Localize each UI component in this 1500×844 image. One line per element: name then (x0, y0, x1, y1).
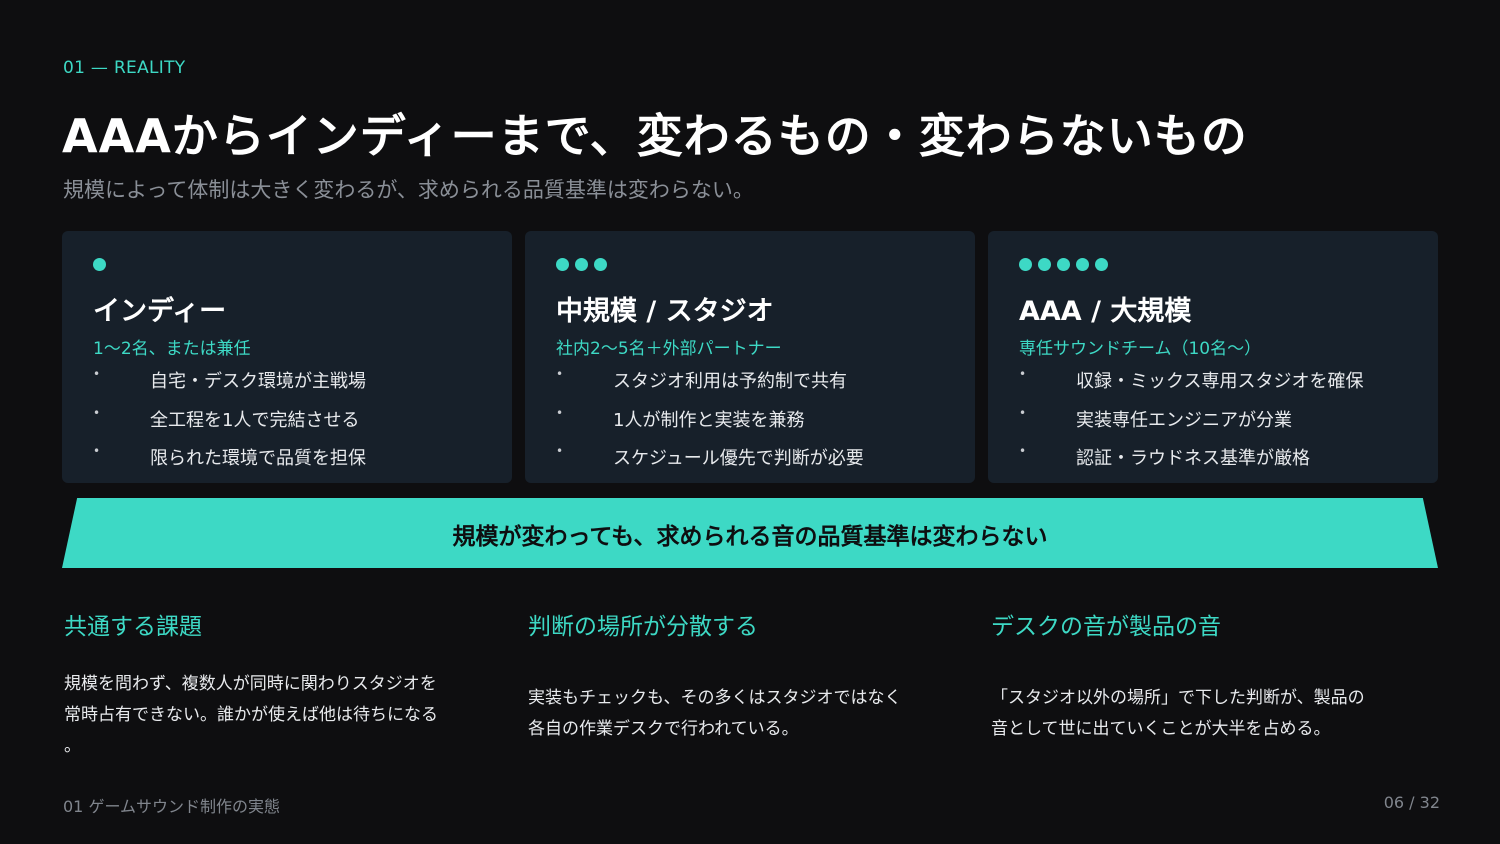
bullet-icon: • (93, 444, 101, 458)
bullet-icon: • (1019, 405, 1027, 420)
scale-dot (1076, 258, 1089, 271)
bullet-text: スタジオ利用は予約制で共有 (613, 371, 847, 392)
bullet-icon: • (556, 444, 564, 458)
card-title: AAA / 大規模 (1019, 296, 1192, 327)
scale-dots (556, 258, 607, 271)
scale-dots (93, 258, 106, 271)
bullet-icon: • (1019, 444, 1027, 458)
card-indie: インディー 1〜2名、または兼任 • 自宅・デスク環境が主戦場 • 全工程を1人で完… (62, 231, 512, 483)
bullet-text: 収録・ミックス専用スタジオを確保 (1076, 371, 1364, 392)
column-line: 「スタジオ以外の場所」で下した判断が、製品の (991, 688, 1365, 708)
scale-dot (556, 258, 569, 271)
page-number: 06 / 32 (1383, 793, 1440, 812)
bullet-text: 自宅・デスク環境が主戦場 (150, 371, 366, 392)
scale-dot (1038, 258, 1051, 271)
column-distributed-decisions: 判断の場所が分散する 実装もチェックも、その多くはスタジオではなく 各自の作業デ… (528, 607, 958, 745)
column-body: 「スタジオ以外の場所」で下した判断が、製品の 音として世に出ていくことが大半を占… (991, 683, 1421, 745)
bullet-text: 限られた環境で品質を担保 (150, 448, 366, 469)
card-title: インディー (93, 296, 227, 327)
card-subtitle: 専任サウンドチーム（10名〜） (1019, 339, 1262, 359)
bullet-icon: • (93, 367, 101, 381)
card-aaa: AAA / 大規模 専任サウンドチーム（10名〜） • 収録・ミックス専用スタジオ… (988, 231, 1438, 483)
banner-text: 規模が変わっても、求められる音の品質基準は変わらない (452, 524, 1048, 550)
card-subtitle: 1〜2名、または兼任 (93, 339, 251, 359)
column-line: 。 (64, 736, 81, 756)
column-desk-sound: デスクの音が製品の音 「スタジオ以外の場所」で下した判断が、製品の 音として世に… (991, 607, 1421, 745)
card-title: 中規模 / スタジオ (556, 296, 774, 327)
slide-title: AAAからインディーまで、変わるもの・変わらないもの (62, 109, 1248, 163)
scale-dot (575, 258, 588, 271)
column-line: 各自の作業デスクで行われている。 (528, 719, 799, 739)
bullet-icon: • (556, 367, 564, 381)
column-body: 規模を問わず、複数人が同時に関わりスタジオを 常時占有できない。誰かが使えば他は… (64, 669, 494, 762)
column-title: 共通する課題 (64, 614, 202, 640)
bullet-text: スケジュール優先で判断が必要 (613, 448, 864, 469)
scale-dot (1095, 258, 1108, 271)
bullet-icon: • (556, 405, 564, 420)
column-common-issue: 共通する課題 規模を問わず、複数人が同時に関わりスタジオを 常時占有できない。誰… (64, 607, 494, 762)
key-message-banner: 規模が変わっても、求められる音の品質基準は変わらない (62, 498, 1438, 568)
column-body: 実装もチェックも、その多くはスタジオではなく 各自の作業デスクで行われている。 (528, 683, 958, 745)
bullet-text: 1人が制作と実装を兼務 (613, 409, 805, 431)
column-title: 判断の場所が分散する (528, 614, 758, 640)
bullet-text: 実装専任エンジニアが分業 (1076, 409, 1292, 431)
bullet-icon: • (93, 405, 101, 420)
scale-dot (594, 258, 607, 271)
bullet-text: 認証・ラウドネス基準が厳格 (1076, 448, 1310, 469)
scale-dot (1057, 258, 1070, 271)
column-line: 音として世に出ていくことが大半を占める。 (991, 719, 1331, 739)
section-eyebrow: 01 — REALITY (63, 58, 186, 78)
scale-dot (93, 258, 106, 271)
slide-subtitle: 規模によって体制は大きく変わるが、求められる品質基準は変わらない。 (63, 178, 754, 202)
column-line: 規模を問わず、複数人が同時に関わりスタジオを (64, 674, 437, 694)
column-line: 実装もチェックも、その多くはスタジオではなく (528, 688, 902, 708)
scale-dot (1019, 258, 1032, 271)
card-subtitle: 社内2〜5名＋外部パートナー (556, 339, 782, 359)
card-mid-studio: 中規模 / スタジオ 社内2〜5名＋外部パートナー • スタジオ利用は予約制で共有… (525, 231, 975, 483)
bullet-text: 全工程を1人で完結させる (150, 409, 360, 431)
column-line: 常時占有できない。誰かが使えば他は待ちになる (64, 705, 438, 725)
footer-section-label: 01 ゲームサウンド制作の実態 (63, 797, 280, 816)
bullet-icon: • (1019, 367, 1027, 381)
scale-dots (1019, 258, 1108, 271)
column-title: デスクの音が製品の音 (991, 614, 1221, 640)
